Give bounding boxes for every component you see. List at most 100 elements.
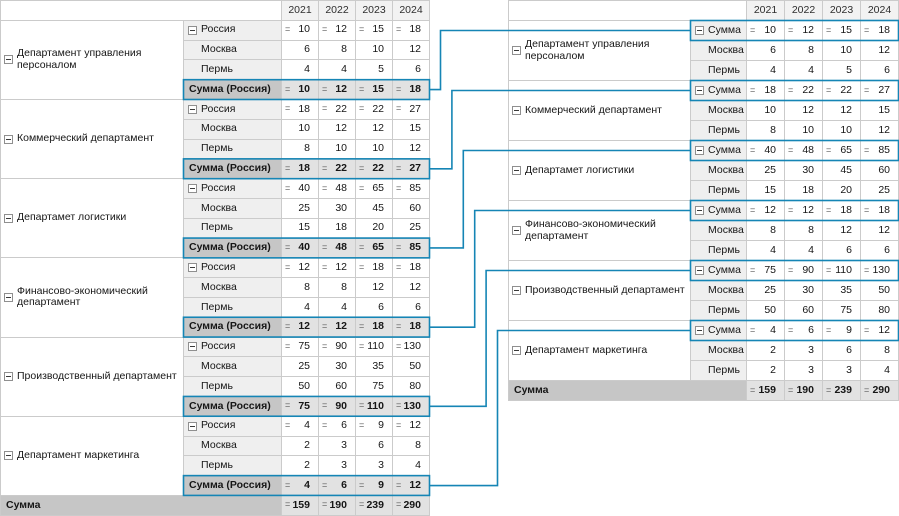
value-cell: 25 bbox=[860, 180, 899, 201]
city-label-cell: Пермь bbox=[183, 296, 282, 318]
collapse-icon[interactable] bbox=[188, 263, 197, 273]
cell-value: 22 bbox=[372, 162, 384, 174]
cell-value: 40 bbox=[764, 143, 776, 156]
value-cell: 18 bbox=[784, 180, 823, 201]
grand-total-row: Сумма=159=190=239=290 bbox=[508, 380, 899, 401]
cell-value: 110 bbox=[367, 399, 384, 412]
value-cell: 10 bbox=[822, 40, 861, 61]
value-cell: 12 bbox=[860, 120, 899, 141]
value-cell: =239 bbox=[822, 380, 861, 401]
value-cell: 35 bbox=[355, 356, 393, 378]
cell-value: 12 bbox=[335, 122, 347, 135]
cell-value: 18 bbox=[372, 320, 384, 333]
cell-value: 5 bbox=[378, 63, 384, 76]
city-label: Пермь bbox=[201, 458, 233, 471]
subtotal-label: Сумма bbox=[708, 143, 741, 156]
cell-value: 6 bbox=[341, 419, 347, 432]
cell-value: 60 bbox=[802, 303, 814, 316]
collapse-icon[interactable] bbox=[695, 145, 704, 155]
city-label-cell: Москва bbox=[183, 435, 282, 457]
value-cell: =12 bbox=[860, 320, 899, 341]
collapse-icon[interactable] bbox=[4, 134, 13, 144]
collapse-icon[interactable] bbox=[188, 104, 197, 114]
value-cell: 6 bbox=[392, 296, 430, 318]
aggregate-icon: = bbox=[359, 499, 365, 510]
collapse-icon[interactable] bbox=[695, 25, 704, 35]
cell-value: 18 bbox=[409, 320, 421, 333]
value-cell: 2 bbox=[746, 360, 785, 381]
value-cell: =190 bbox=[318, 494, 356, 516]
collapse-icon[interactable] bbox=[512, 285, 521, 295]
cell-value: 60 bbox=[335, 379, 347, 392]
collapse-icon[interactable] bbox=[512, 345, 521, 355]
value-cell: =22 bbox=[318, 158, 356, 180]
value-cell: 4 bbox=[392, 455, 430, 477]
value-cell: =18 bbox=[860, 200, 899, 221]
cell-value: 12 bbox=[409, 142, 421, 155]
collapse-icon[interactable] bbox=[695, 325, 704, 335]
value-cell: 8 bbox=[281, 138, 319, 160]
cell-value: 18 bbox=[840, 203, 852, 216]
aggregate-icon: = bbox=[322, 321, 328, 332]
aggregate-icon: = bbox=[359, 103, 365, 114]
city-label: Москва bbox=[201, 122, 237, 135]
collapse-icon[interactable] bbox=[188, 25, 197, 35]
value-cell: 12 bbox=[822, 220, 861, 241]
collapse-icon[interactable] bbox=[188, 342, 197, 352]
city-label-cell: Москва bbox=[183, 277, 282, 298]
collapse-icon[interactable] bbox=[4, 292, 13, 302]
cell-value: 239 bbox=[834, 383, 852, 396]
aggregate-icon: = bbox=[359, 420, 365, 431]
cell-value: 25 bbox=[764, 163, 776, 176]
subtotal-label: Сумма bbox=[708, 263, 741, 276]
value-cell: =90 bbox=[784, 260, 823, 281]
cell-value: 12 bbox=[802, 103, 814, 116]
collapse-icon[interactable] bbox=[512, 105, 521, 115]
value-cell: =75 bbox=[746, 260, 785, 281]
collapse-icon[interactable] bbox=[4, 451, 13, 461]
collapse-icon[interactable] bbox=[512, 226, 521, 235]
value-cell: 8 bbox=[746, 120, 785, 141]
subtotal-label-cell: Сумма bbox=[690, 260, 747, 281]
value-cell: =159 bbox=[746, 380, 785, 401]
value-cell: =15 bbox=[822, 20, 861, 41]
aggregate-icon: = bbox=[359, 162, 365, 173]
collapse-icon[interactable] bbox=[695, 85, 704, 95]
cell-value: 130 bbox=[403, 399, 421, 412]
cell-value: 50 bbox=[764, 303, 776, 316]
collapse-icon[interactable] bbox=[4, 372, 13, 382]
collapse-icon[interactable] bbox=[188, 184, 197, 194]
value-cell: 10 bbox=[355, 138, 393, 160]
cell-value: 30 bbox=[802, 283, 814, 296]
aggregate-icon: = bbox=[788, 84, 794, 95]
cell-value: 12 bbox=[409, 280, 421, 293]
collapse-icon[interactable] bbox=[512, 165, 521, 175]
collapse-icon[interactable] bbox=[4, 213, 13, 223]
cell-value: 12 bbox=[335, 82, 347, 95]
value-cell: 3 bbox=[784, 340, 823, 361]
collapse-icon[interactable] bbox=[512, 46, 521, 55]
cell-value: 48 bbox=[802, 143, 814, 156]
collapse-icon[interactable] bbox=[188, 421, 197, 431]
value-cell: =130 bbox=[392, 336, 430, 358]
collapse-icon[interactable] bbox=[695, 205, 704, 215]
cell-value: 3 bbox=[341, 458, 347, 471]
value-cell: =22 bbox=[318, 98, 356, 120]
cell-value: 10 bbox=[840, 123, 852, 136]
value-cell: =18 bbox=[355, 257, 393, 279]
collapse-icon[interactable] bbox=[695, 265, 704, 275]
aggregate-icon: = bbox=[322, 242, 328, 253]
value-cell: 6 bbox=[822, 340, 861, 361]
aggregate-icon: = bbox=[285, 24, 291, 35]
aggregate-icon: = bbox=[826, 264, 832, 275]
cell-value: 4 bbox=[415, 458, 421, 471]
aggregate-icon: = bbox=[285, 83, 291, 94]
city-label-cell: Пермь bbox=[690, 180, 747, 201]
value-cell: =6 bbox=[784, 320, 823, 341]
collapse-icon[interactable] bbox=[4, 55, 13, 65]
